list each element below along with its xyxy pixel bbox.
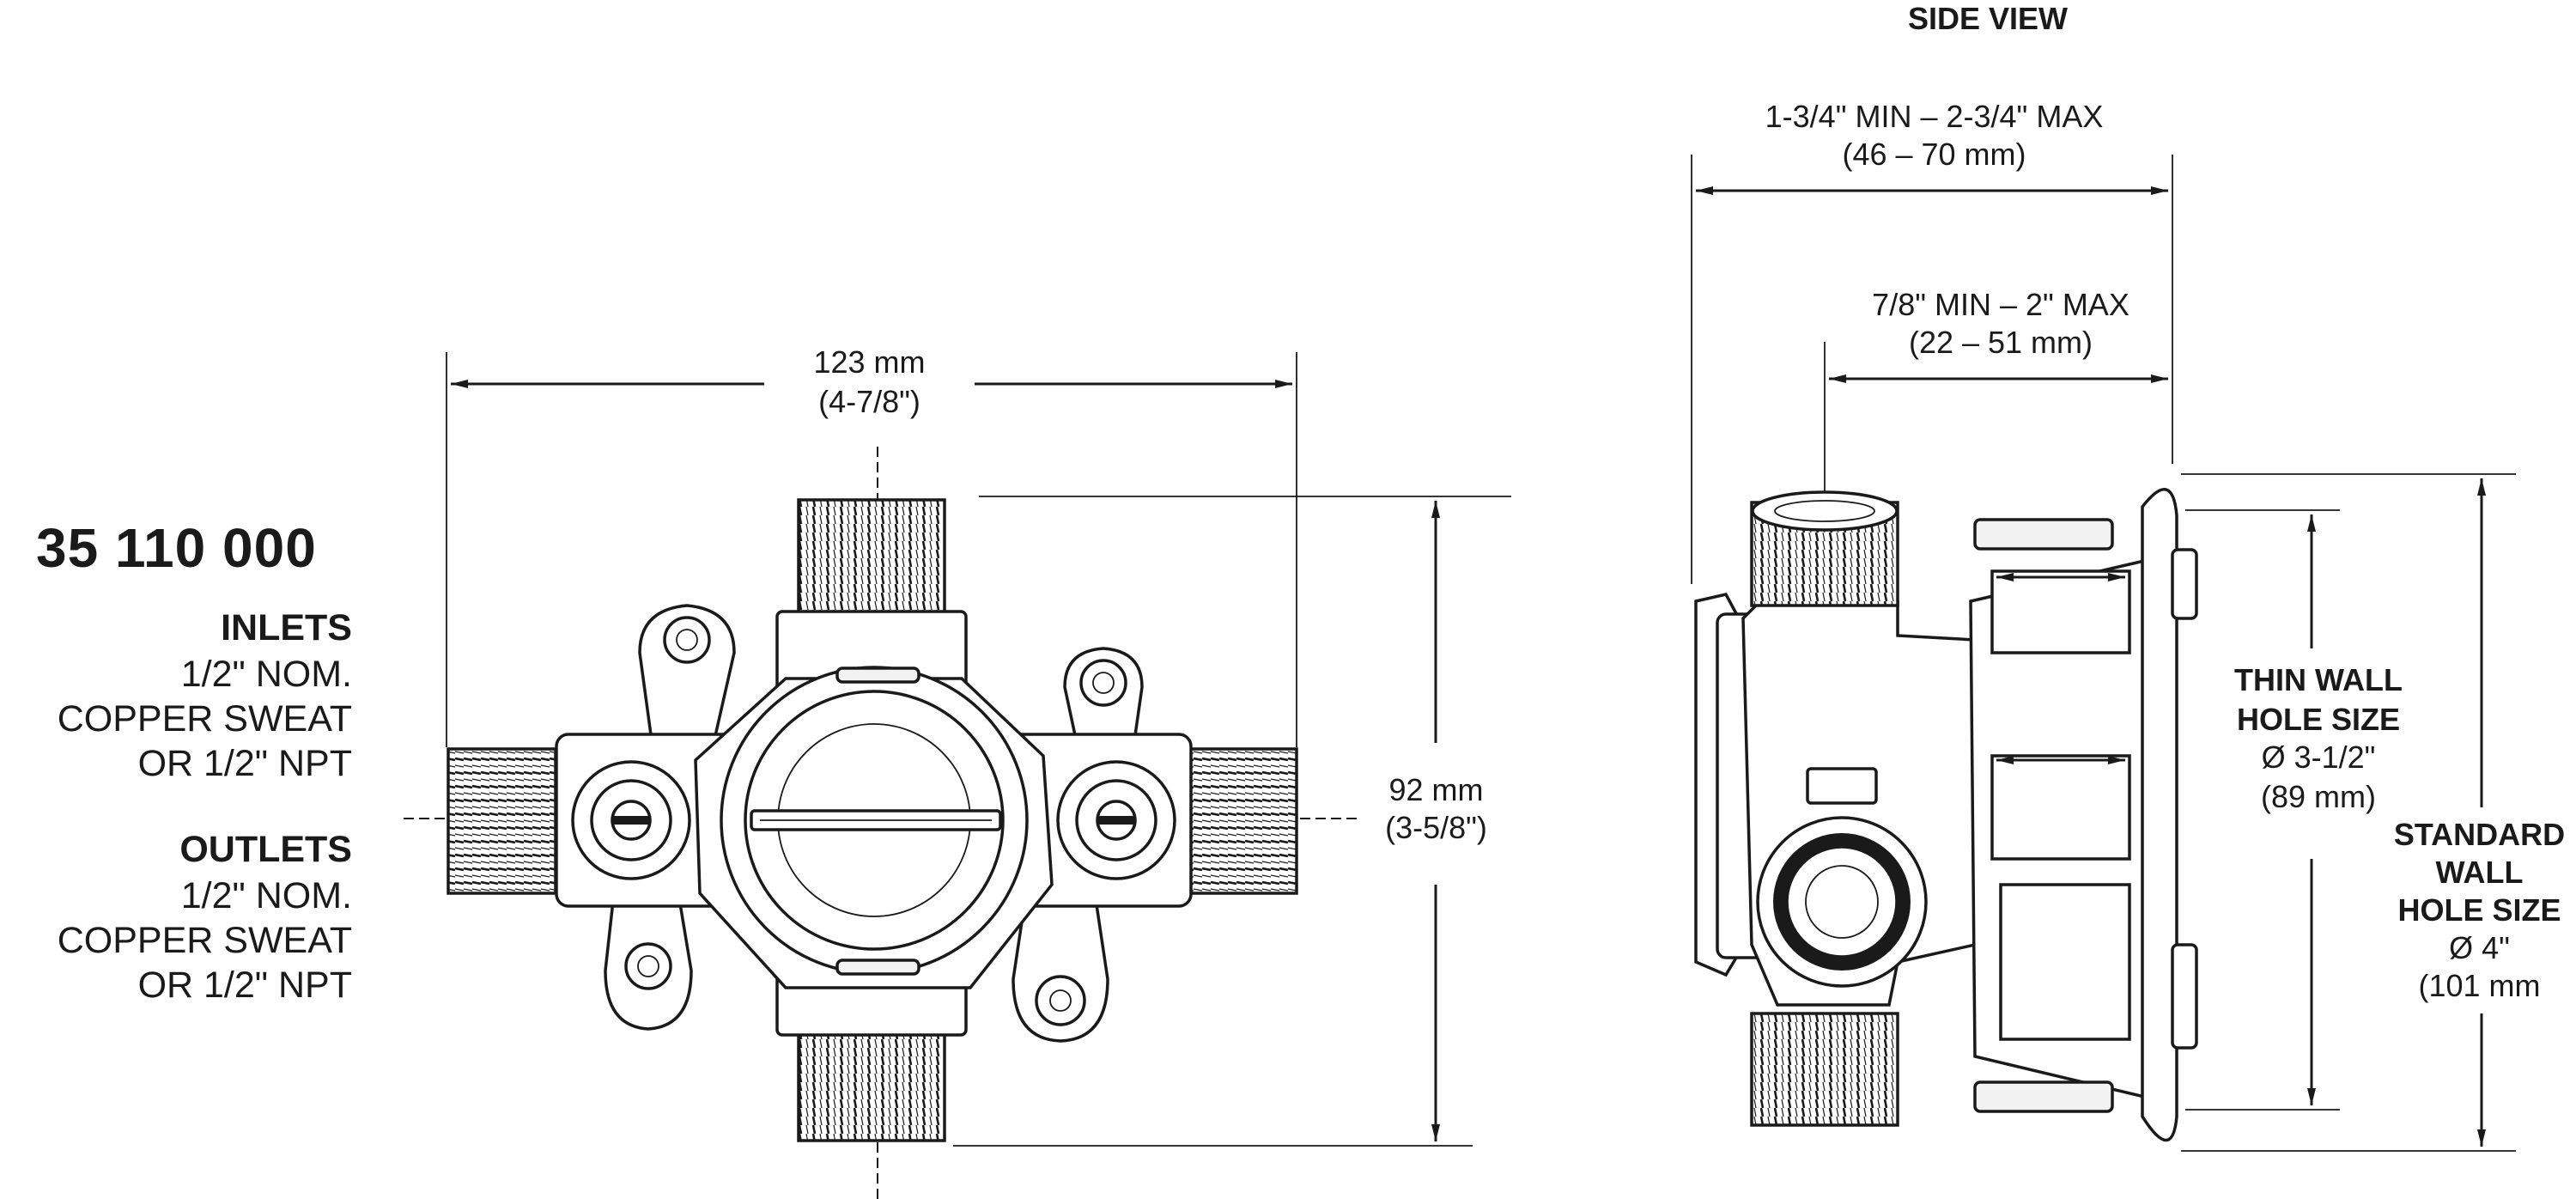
wall-depth-dimension: [1824, 342, 2168, 500]
right-stop-port: [1056, 760, 1176, 880]
front-cover-tab-1: [2171, 548, 2198, 620]
standard-wall-line-3: HOLE SIZE: [2397, 892, 2561, 928]
mounting-ear-bottom-right: [1012, 892, 1109, 1043]
overall-depth-metric: (46 – 70 mm): [1842, 137, 2026, 172]
top-threaded-inlet: [797, 498, 946, 620]
height-dimension-imperial: (3-5/8"): [1385, 810, 1487, 845]
left-threaded-inlet: [447, 747, 557, 895]
standard-wall-line-2: WALL: [2435, 855, 2524, 890]
bottom-threaded-outlet: [797, 1029, 946, 1142]
front-cover-tab-2: [2171, 943, 2198, 1050]
inlets-heading: INLETS: [221, 607, 352, 648]
side-view-title: SIDE VIEW: [1907, 1, 2069, 36]
side-bottom-threaded-outlet: [1750, 1012, 1899, 1127]
outlets-heading: OUTLETS: [179, 829, 352, 870]
wall-depth-metric: (22 – 51 mm): [1908, 325, 2093, 360]
left-stop-port: [571, 760, 691, 880]
width-dimension-line: [446, 352, 1297, 747]
height-dimension-metric: 92 mm: [1388, 772, 1484, 807]
height-dimension-line: [953, 496, 1511, 1147]
inlets-line-1: 1/2" NOM.: [180, 654, 352, 695]
front-cover-plate: [2141, 488, 2178, 1142]
right-threaded-inlet: [1188, 747, 1298, 895]
overall-depth-range: 1-3/4" MIN – 2-3/4" MAX: [1765, 99, 2104, 134]
frame-lower-section: [1999, 883, 2131, 1041]
upper-clip: [1973, 518, 2114, 551]
standard-wall-dimension: [2181, 473, 2516, 1152]
inlets-line-3: OR 1/2" NPT: [137, 743, 352, 784]
mounting-ear-top-left: [638, 604, 736, 749]
overall-depth-dimension: [1691, 155, 2173, 584]
standard-wall-line-1: STANDARD: [2393, 817, 2566, 852]
mounting-ear-bottom-left: [604, 892, 693, 1031]
side-view: [1691, 155, 2516, 1152]
thin-wall-line-2: HOLE SIZE: [2236, 702, 2401, 737]
lower-clip: [1973, 1080, 2114, 1113]
side-top-inlet-opening: [1751, 490, 1899, 532]
frame-window-upper: [1990, 569, 2131, 654]
thin-wall-line-1: THIN WALL: [2234, 662, 2403, 697]
inlets-line-2: COPPER SWEAT: [57, 698, 352, 739]
frame-window-lower: [1990, 754, 2131, 861]
wall-depth-range: 7/8" MIN – 2" MAX: [1872, 287, 2129, 322]
side-front-port: [1756, 767, 1928, 988]
outlets-line-1: 1/2" NOM.: [180, 875, 352, 916]
standard-wall-line-4: Ø 4": [2449, 930, 2510, 965]
width-dimension-metric: 123 mm: [813, 344, 926, 380]
cartridge-body: [694, 666, 1054, 989]
outlets-line-3: OR 1/2" NPT: [137, 965, 352, 1006]
standard-wall-line-5: (101 mm: [2418, 968, 2541, 1003]
thin-wall-line-3: Ø 3-1/2": [2261, 739, 2376, 775]
front-view: [404, 352, 1511, 1199]
thin-wall-dimension: [2185, 509, 2340, 1111]
width-dimension-imperial: (4-7/8"): [818, 384, 920, 419]
mounting-ear-top-right: [1063, 647, 1144, 749]
outlets-line-2: COPPER SWEAT: [57, 920, 352, 961]
thin-wall-line-4: (89 mm): [2261, 779, 2376, 814]
model-number: 35 110 000: [36, 517, 317, 579]
